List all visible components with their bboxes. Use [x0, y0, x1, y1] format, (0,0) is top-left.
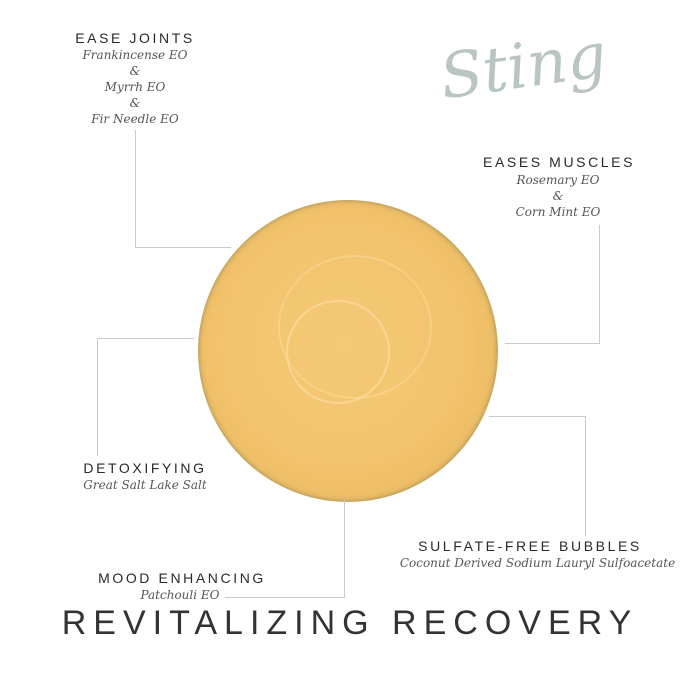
callout-detoxifying-ingredient: Great Salt Lake Salt — [83, 478, 207, 492]
brand-name: Sting — [438, 22, 608, 113]
callout-ease-joints-ampersand: & — [129, 96, 141, 110]
connector-line — [225, 597, 345, 598]
connector-line — [135, 247, 231, 248]
callout-detoxifying-heading: DETOXIFYING — [83, 460, 207, 476]
connector-line — [97, 338, 194, 339]
callout-sulfate-free-heading: SULFATE-FREE BUBBLES — [418, 538, 642, 554]
connector-line — [344, 500, 345, 598]
callout-eases-muscles-ampersand: & — [552, 189, 564, 203]
callout-mood-enhancing-ingredient: Patchouli EO — [140, 588, 220, 602]
connector-line — [489, 416, 586, 417]
tagline: REVITALIZING RECOVERY — [61, 604, 639, 642]
callout-ease-joints-ampersand: & — [129, 64, 141, 78]
callout-eases-muscles-ingredient: Rosemary EO — [516, 173, 600, 187]
callout-ease-joints-ingredient: Myrrh EO — [104, 80, 166, 94]
connector-line — [135, 130, 136, 248]
bath-bomb-image — [198, 200, 498, 502]
callout-ease-joints-heading: EASE JOINTS — [75, 30, 195, 46]
callout-eases-muscles-ingredient: Corn Mint EO — [515, 205, 601, 219]
callout-eases-muscles-heading: EASES MUSCLES — [483, 154, 636, 170]
connector-line — [505, 343, 600, 344]
connector-line — [97, 338, 98, 456]
bath-bomb-swirl — [286, 300, 390, 404]
connector-line — [585, 416, 586, 536]
brand-logo: Sting — [438, 22, 608, 113]
connector-line — [599, 225, 600, 344]
callout-ease-joints-ingredient: Fir Needle EO — [91, 112, 179, 126]
callout-mood-enhancing-heading: MOOD ENHANCING — [98, 570, 266, 586]
callout-sulfate-free-ingredient: Coconut Derived Sodium Lauryl Sulfoaceta… — [399, 556, 676, 570]
callout-ease-joints-ingredient: Frankincense EO — [82, 48, 188, 62]
